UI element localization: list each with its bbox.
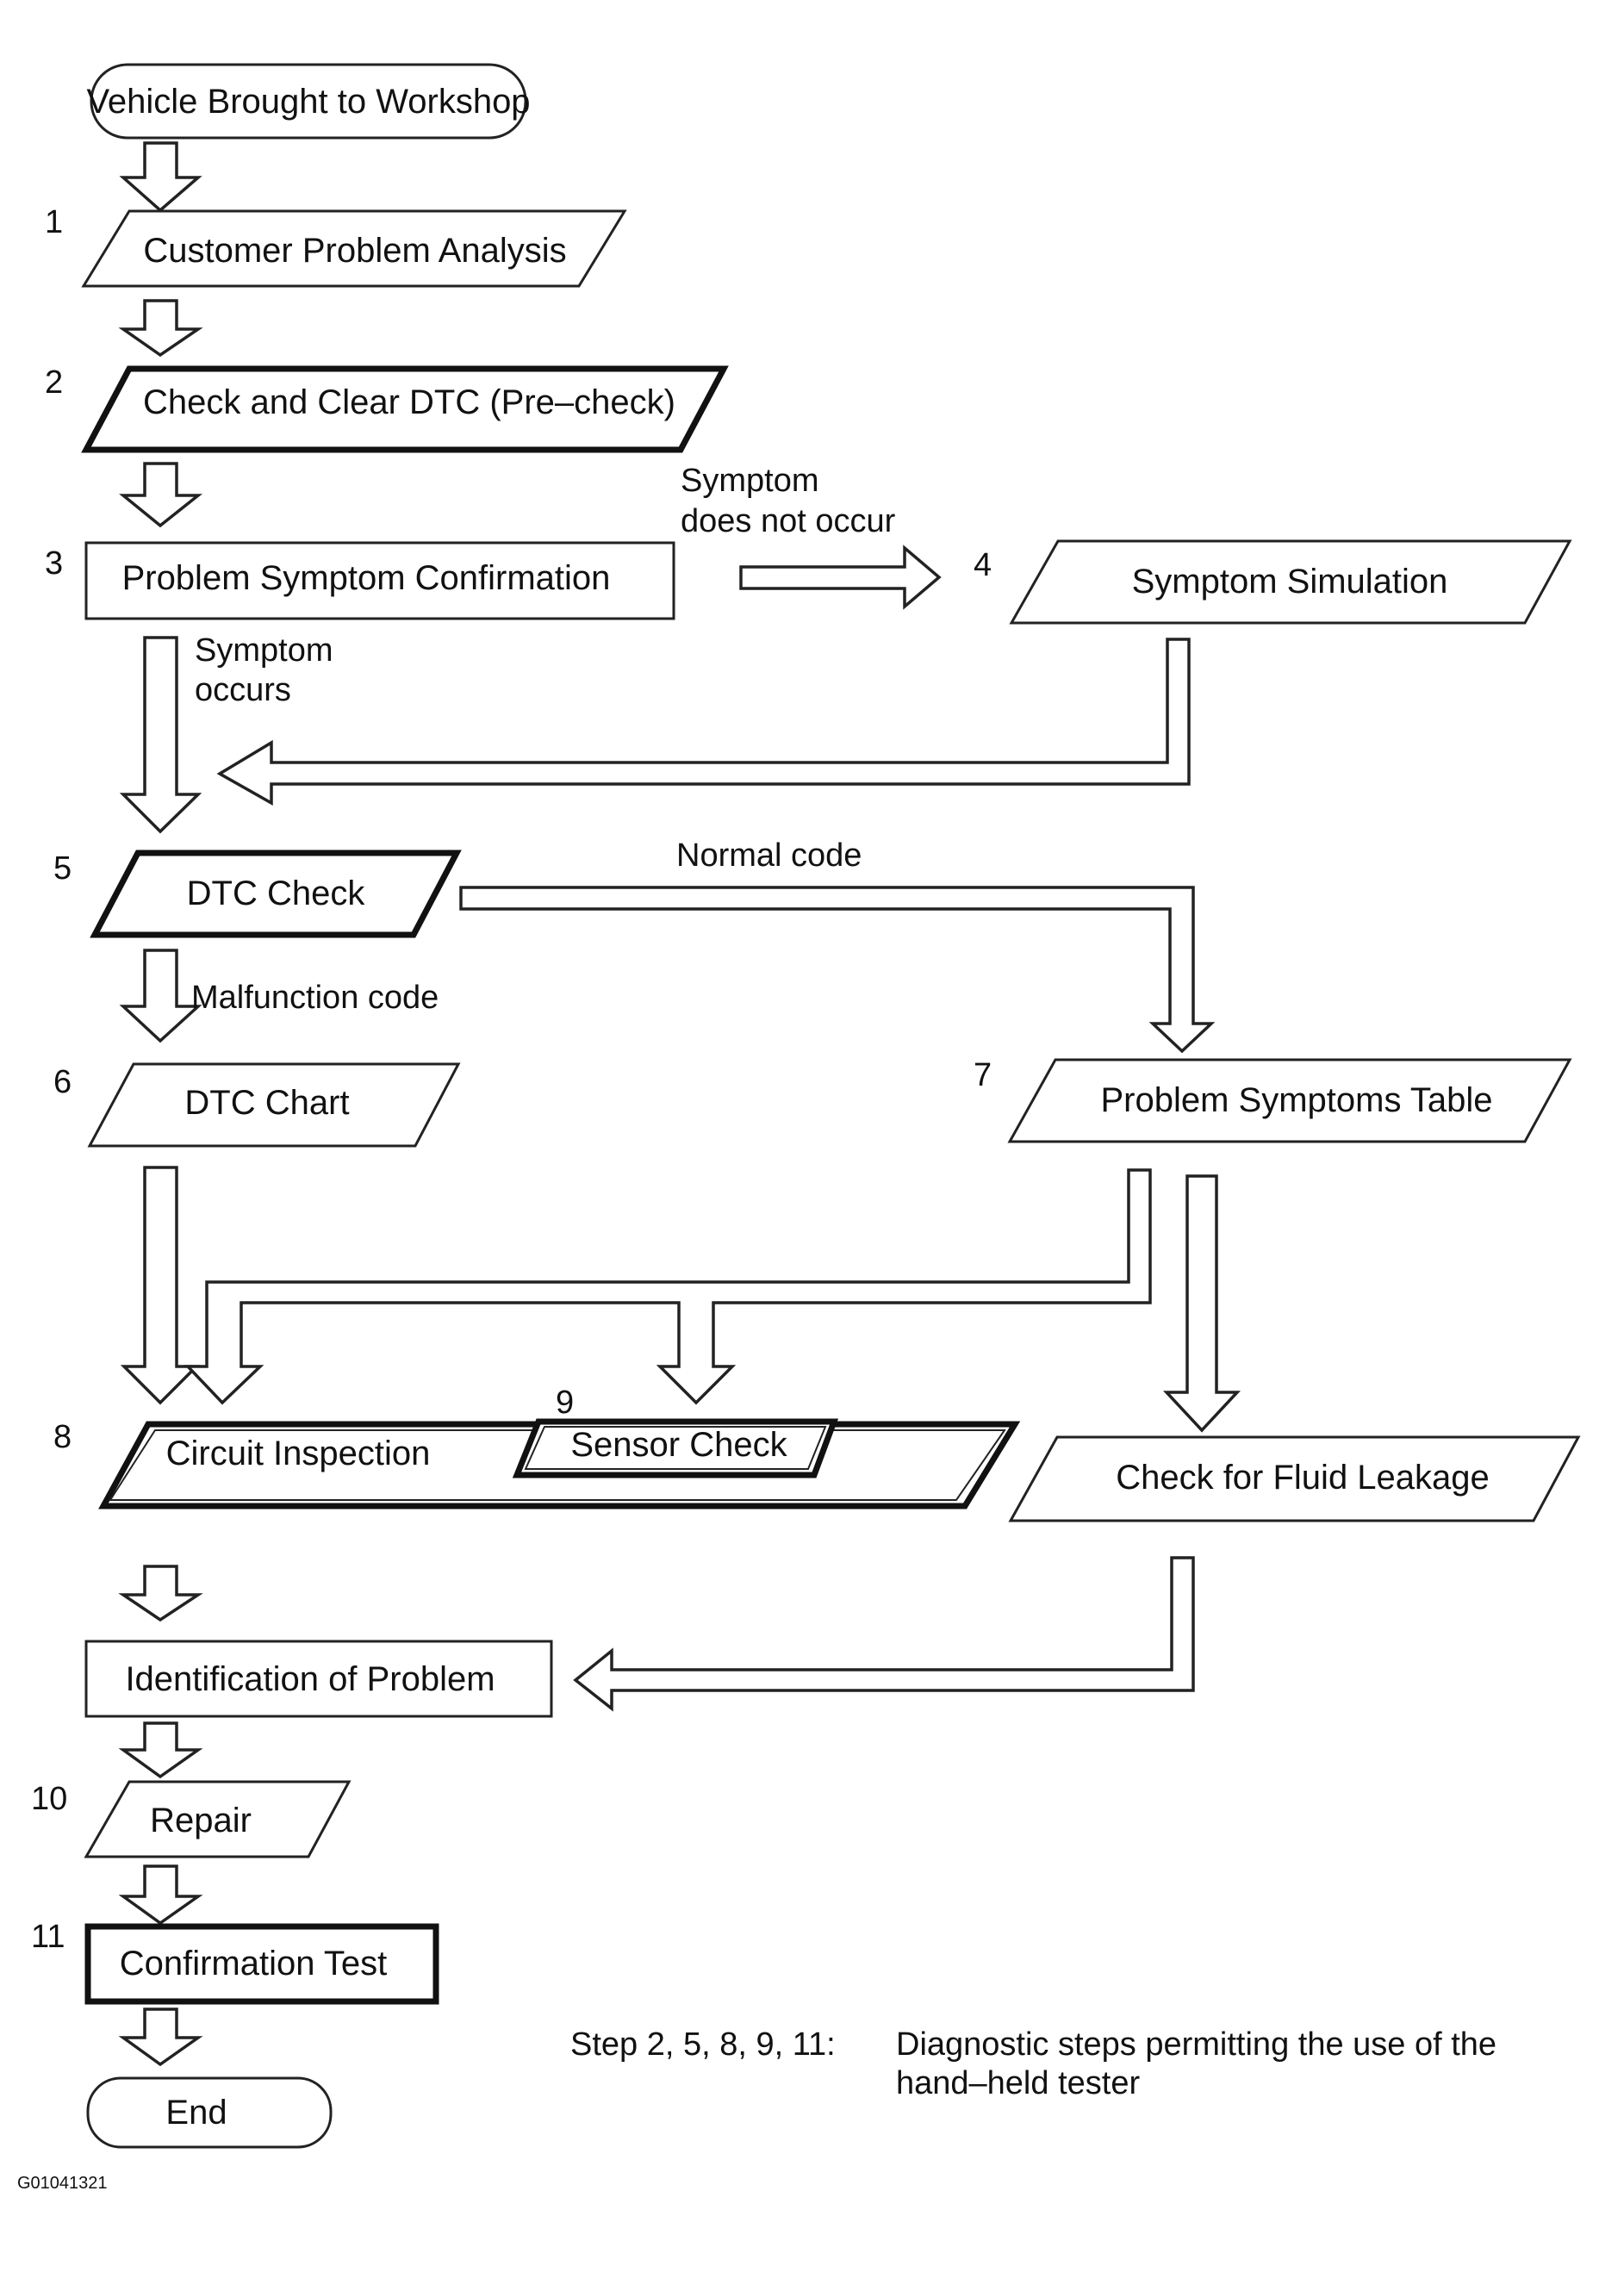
arrow-4-to-main xyxy=(216,638,1191,806)
step-11-label: Confirmation Test xyxy=(120,1945,388,1983)
arrow-5-to-6 xyxy=(119,949,202,1043)
arrow-8-to-ident xyxy=(118,1565,203,1622)
step-1-customer-problem-analysis xyxy=(81,209,627,288)
check-for-fluid-leakage xyxy=(1008,1435,1581,1522)
step-4-number: 4 xyxy=(974,547,992,583)
arrow-start-to-1 xyxy=(119,141,202,213)
arrow-3-to-4 xyxy=(739,545,942,610)
step-3-problem-symptom-confirmation xyxy=(84,541,675,620)
step-7-label: Problem Symptoms Table xyxy=(1101,1081,1493,1119)
arrow-2-to-3 xyxy=(119,462,203,528)
step-2-check-and-clear-dtc xyxy=(81,365,729,453)
arrow-6-to-8 xyxy=(120,1166,201,1405)
step-3-label: Problem Symptom Confirmation xyxy=(122,559,611,597)
step-10-repair xyxy=(84,1780,352,1858)
edge-label-symptom-not-occur-2: does not occur xyxy=(681,503,896,539)
arrow-7-to-fluid xyxy=(1162,1174,1241,1433)
arrow-10-to-11 xyxy=(118,1864,203,1926)
step-9-label: Sensor Check xyxy=(570,1426,787,1464)
fluid-label: Check for Fluid Leakage xyxy=(1116,1459,1490,1497)
step-4-symptom-simulation xyxy=(1009,539,1572,625)
step-1-number: 1 xyxy=(45,204,63,240)
step-11-confirmation-test xyxy=(84,1923,439,2005)
step-3-number: 3 xyxy=(45,545,63,582)
arrow-ident-to-10 xyxy=(118,1721,203,1779)
step-7-problem-symptoms-table xyxy=(1007,1058,1572,1143)
edge-label-malfunction-code: Malfunction code xyxy=(191,980,439,1016)
ident-label: Identification of Problem xyxy=(125,1660,495,1698)
step-8-number: 8 xyxy=(53,1419,72,1455)
arrow-5-to-7 xyxy=(459,886,1216,1054)
step-8-label: Circuit Inspection xyxy=(166,1435,431,1472)
step-5-number: 5 xyxy=(53,850,72,887)
edge-label-symptom-occurs-1: Symptom xyxy=(195,632,333,669)
end-terminal xyxy=(86,2076,333,2149)
step-5-label: DTC Check xyxy=(187,875,366,912)
step-7-number: 7 xyxy=(974,1057,992,1093)
step-10-label: Repair xyxy=(150,1802,252,1839)
end-label: End xyxy=(165,2094,227,2132)
arrow-3-to-5 xyxy=(119,636,202,834)
arrow-11-to-end xyxy=(118,2007,203,2067)
step-9-sensor-check xyxy=(512,1418,839,1478)
arrow-7-to-8-and-9 xyxy=(184,1168,1152,1405)
step-2-label: Check and Clear DTC (Pre–check) xyxy=(143,383,675,421)
note-steps: Step 2, 5, 8, 9, 11: xyxy=(570,2026,836,2063)
edge-label-symptom-not-occur-1: Symptom xyxy=(681,463,818,499)
figure-id: G01041321 xyxy=(17,2174,108,2193)
start-label: Vehicle Brought to Workshop xyxy=(86,83,530,121)
step-2-number: 2 xyxy=(45,364,63,401)
step-6-label: DTC Chart xyxy=(184,1084,349,1122)
step-1-label: Customer Problem Analysis xyxy=(143,232,566,270)
note-line-1: Diagnostic steps permitting the use of t… xyxy=(896,2026,1496,2063)
step-9-number: 9 xyxy=(556,1385,574,1421)
step-11-number: 11 xyxy=(31,1919,65,1955)
arrow-1-to-2 xyxy=(118,299,203,358)
edge-label-symptom-occurs-2: occurs xyxy=(195,672,291,708)
start-terminal xyxy=(90,63,527,140)
edge-label-normal-code: Normal code xyxy=(676,837,862,874)
step-6-number: 6 xyxy=(53,1064,72,1100)
step-9-inner-outline xyxy=(524,1426,827,1470)
step-5-dtc-check xyxy=(90,850,462,938)
step-10-number: 10 xyxy=(31,1781,67,1817)
identification-of-problem xyxy=(84,1640,553,1718)
arrow-fluid-to-ident xyxy=(573,1556,1195,1712)
step-6-dtc-chart xyxy=(87,1062,461,1148)
step-4-label: Symptom Simulation xyxy=(1132,563,1448,601)
note-line-2: hand–held tester xyxy=(896,2065,1140,2101)
